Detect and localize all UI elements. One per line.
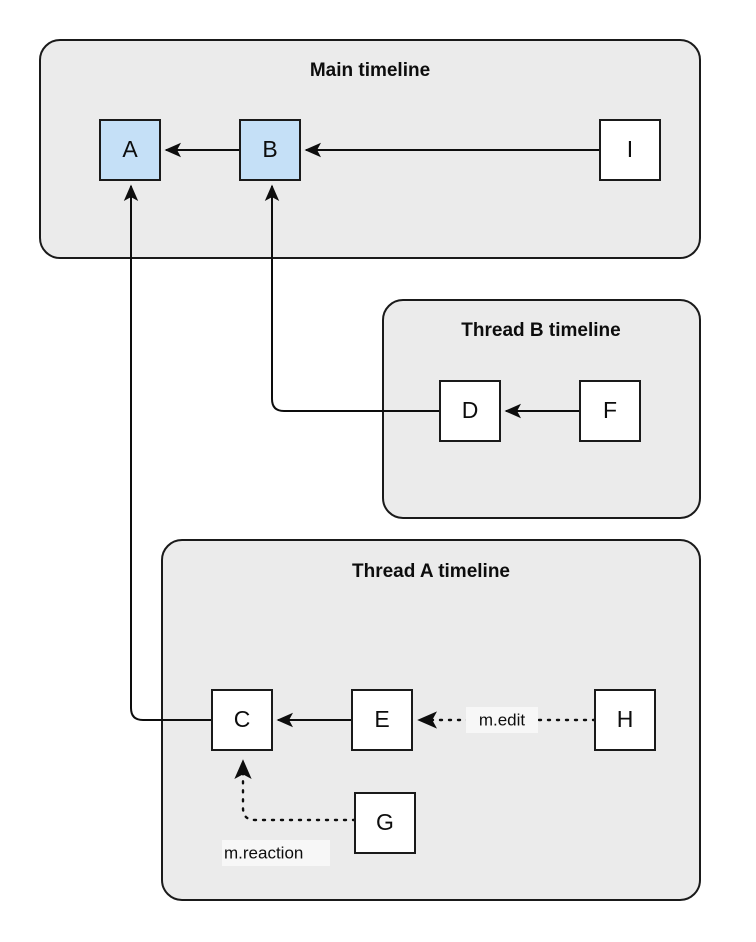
m-reaction-label-background (222, 840, 330, 866)
node-f-label: F (603, 397, 617, 423)
node-g-label: G (376, 809, 394, 835)
node-c-box[interactable] (211, 689, 273, 751)
m-edit-label-background (466, 707, 538, 733)
node-f[interactable]: F (579, 380, 641, 442)
thread-b-timeline-title: Thread B timeline (461, 320, 620, 341)
edge-label-m-edit: m.edit (479, 710, 526, 729)
node-b-label: B (262, 136, 277, 162)
node-d-box[interactable] (439, 380, 501, 442)
edge-c-to-a (123, 184, 212, 721)
node-g[interactable]: G (354, 792, 416, 854)
node-e-label: E (374, 706, 389, 732)
edge-g-to-c (234, 759, 357, 822)
node-a-label: A (122, 136, 138, 162)
node-a[interactable]: A (99, 119, 161, 181)
main-timeline-title: Main timeline (310, 60, 430, 81)
node-h[interactable]: H (594, 689, 656, 751)
node-g-box[interactable] (354, 792, 416, 854)
node-h-label: H (617, 706, 634, 732)
edge-label-m-reaction: m.reaction (224, 843, 303, 862)
node-b-box[interactable] (239, 119, 301, 181)
node-i-box[interactable] (599, 119, 661, 181)
node-f-box[interactable] (579, 380, 641, 442)
node-e[interactable]: E (351, 689, 413, 751)
node-i-label: I (627, 136, 633, 162)
node-e-box[interactable] (351, 689, 413, 751)
edge-d-to-b (264, 184, 440, 412)
thread-a-timeline-title: Thread A timeline (352, 561, 510, 582)
thread-b-timeline-frame (382, 299, 701, 519)
node-b[interactable]: B (239, 119, 301, 181)
node-c-label: C (234, 706, 251, 732)
node-d[interactable]: D (439, 380, 501, 442)
node-a-box[interactable] (99, 119, 161, 181)
node-c[interactable]: C (211, 689, 273, 751)
node-i[interactable]: I (599, 119, 661, 181)
node-h-box[interactable] (594, 689, 656, 751)
node-d-label: D (462, 397, 479, 423)
container-thread-b-timeline: Thread B timeline (382, 299, 701, 519)
